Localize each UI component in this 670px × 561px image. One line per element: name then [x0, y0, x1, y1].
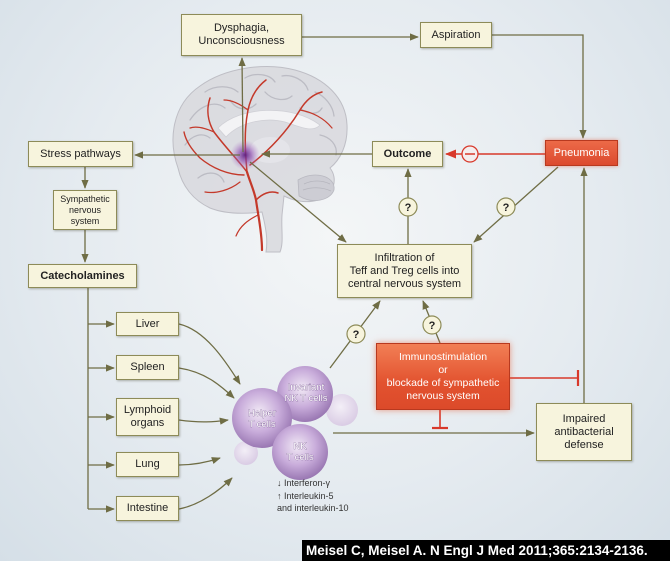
node-infiltration: Infiltration of Teff and Treg cells into… [337, 244, 472, 298]
question-mark: ? [429, 320, 436, 332]
node-outcome: Outcome [372, 141, 443, 167]
organ-label: Spleen [130, 361, 165, 373]
node-dysphagia-line: Unconsciousness [198, 35, 285, 47]
nk-cell-label: T cells [286, 452, 314, 463]
node-sympathetic-line: system [70, 215, 100, 226]
organ-label: organs [130, 417, 165, 429]
organ-label: Intestine [126, 502, 169, 514]
node-sympathetic-line: Sympathetic [60, 193, 110, 204]
node-stress-label: Stress pathways [40, 147, 121, 160]
arrow-spleen-to-cells [178, 367, 235, 399]
lesion-glow [230, 140, 260, 170]
node-infiltration-line: central nervous system [347, 277, 462, 290]
node-pneumonia: Pneumonia [545, 140, 618, 166]
cytokine-interleukin-5: ↑ Interleukin-5 [277, 491, 334, 501]
arrow-pneumonia-to-infiltration [473, 166, 559, 243]
question-circle-icon: ? [346, 324, 366, 344]
node-immuno-line: Immunostimulation [398, 350, 488, 363]
node-impaired-line: Impaired [562, 412, 606, 425]
node-aspiration-label: Aspiration [431, 28, 481, 41]
brain-illustration [172, 66, 348, 253]
cytokine-interleukin-10: and interleukin-10 [277, 503, 349, 513]
helper-cell-label: T cells [248, 419, 276, 430]
node-aspiration: Aspiration [420, 22, 492, 48]
nk-t-cell [272, 424, 328, 480]
organ-lung: Lung [116, 452, 179, 477]
citation-caption: Meisel C, Meisel A. N Engl J Med 2011;36… [302, 540, 670, 561]
arrow-lung-to-cells [178, 457, 221, 466]
organ-label: Lung [135, 458, 160, 470]
node-pneumonia-label: Pneumonia [553, 146, 610, 159]
corpus-callosum [217, 109, 321, 138]
organ-spleen: Spleen [116, 355, 179, 380]
node-immuno-line: blockade of sympathetic [386, 376, 500, 389]
arrow-brain-to-dysphagia [238, 57, 246, 153]
organ-lymphoid: Lymphoid organs [116, 398, 179, 436]
node-catecholamines: Catecholamines [28, 264, 137, 288]
cytokine-interferon: ↓ Interferon-γ [277, 478, 331, 488]
node-sympathetic: Sympathetic nervous system [53, 190, 117, 230]
invariant-nk-t-cell [277, 366, 333, 422]
question-circle-icon: ? [496, 197, 516, 217]
question-mark: ? [405, 202, 412, 214]
invariant-cell-label: Invariant [288, 382, 325, 393]
pale-cell [234, 441, 258, 465]
organ-liver: Liver [116, 312, 179, 336]
node-dysphagia: Dysphagia, Unconsciousness [181, 14, 302, 56]
question-mark: ? [503, 202, 510, 214]
arrow-intestine-to-cells [178, 477, 233, 510]
organ-label: Lymphoid [123, 404, 172, 416]
node-outcome-label: Outcome [383, 147, 432, 160]
node-immuno-line: or [438, 363, 448, 376]
arrow-aspiration-to-pneumonia [492, 34, 587, 139]
node-sympathetic-line: nervous [68, 204, 102, 215]
arrow-lymphoid-to-cells [178, 417, 229, 425]
helper-t-cell [232, 388, 292, 448]
organ-label: Liver [135, 317, 160, 330]
node-stress-pathways: Stress pathways [28, 141, 133, 167]
question-mark: ? [353, 329, 360, 341]
node-impaired-line: defense [564, 438, 604, 451]
immune-cells: Helper T cells Invariant NK T cells NK T… [232, 366, 358, 480]
question-circle-icon: ? [422, 315, 442, 335]
arrow-liver-to-cells [178, 323, 241, 385]
node-immuno-line: nervous system [406, 389, 480, 402]
node-infiltration-line: Teff and Treg cells into [349, 264, 460, 277]
nk-cell-label: NK [293, 441, 307, 452]
invariant-cell-label: NK T cells [285, 393, 328, 404]
node-impaired-line: antibacterial [554, 425, 614, 438]
node-dysphagia-line: Dysphagia, [213, 22, 270, 34]
organ-intestine: Intestine [116, 496, 179, 521]
question-circle-icon: ? [398, 197, 418, 217]
node-infiltration-line: Infiltration of [374, 251, 435, 264]
node-impaired-defense: Impaired antibacterial defense [536, 403, 632, 461]
cerebellum-folia [302, 180, 332, 192]
minus-circle-icon [461, 145, 479, 163]
pale-cell [326, 394, 358, 426]
helper-cell-label: Helper [248, 408, 276, 419]
arrow-brain-to-infiltration [249, 161, 347, 243]
node-immunostimulation: Immunostimulation or blockade of sympath… [376, 343, 510, 410]
node-catecholamines-label: Catecholamines [40, 269, 125, 282]
